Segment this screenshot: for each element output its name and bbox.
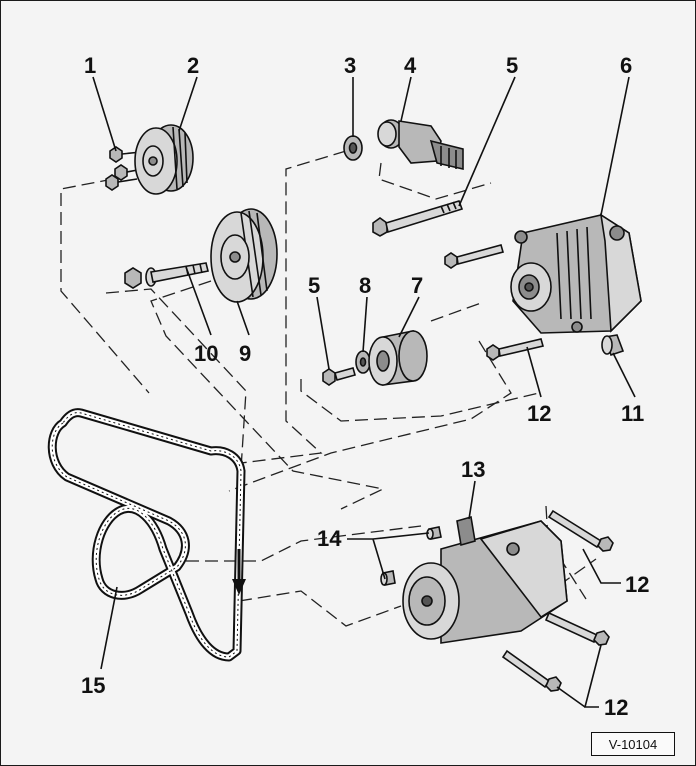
callout-14: 14 [317,526,342,551]
callout-12-alternator: 12 [527,401,551,426]
bolt-part-5-middle [322,367,356,386]
bolt-part-12-alternator [486,338,545,361]
callout-numbers: 1 2 3 4 5 6 5 8 7 10 9 12 11 13 14 12 15… [81,53,649,720]
callout-3: 3 [344,53,356,78]
callout-7: 7 [411,273,423,298]
bolts-part-1 [105,146,144,191]
ribbed-belt-part-15 [47,408,246,662]
roller-part-7 [368,330,428,386]
alternator-part-6 [510,213,642,334]
callout-12-compressor-upper: 12 [625,572,649,597]
alignment-lines [60,150,597,627]
callout-5-top: 5 [506,53,518,78]
callout-12-compressor-lower: 12 [604,695,628,720]
callout-13: 13 [461,457,485,482]
ac-compressor [402,515,568,644]
callout-4: 4 [404,53,417,78]
washer-part-8 [355,350,371,374]
sleeves-part-14 [380,526,442,586]
callout-1: 1 [84,53,96,78]
callout-11: 11 [621,401,644,426]
callout-9: 9 [239,341,251,366]
callout-5-middle: 5 [308,273,320,298]
bolt-part-5-top [372,200,464,237]
tensioner-part-4 [377,119,464,171]
figure-reference-code: V-10104 [591,732,675,756]
pulley-part-9 [210,208,278,303]
sleeve-part-11 [601,334,625,357]
callout-10: 10 [194,341,218,366]
callout-2: 2 [187,53,199,78]
callout-15: 15 [81,673,105,698]
callout-8: 8 [359,273,371,298]
bolts-part-12-compressor [501,509,614,692]
callout-6: 6 [620,53,632,78]
leader-lines [92,76,636,708]
alternator-bolt-upper [444,244,504,269]
bolt-part-10 [124,262,209,289]
crankshaft-pulley-part-2 [134,124,194,195]
washer-part-3 [343,135,363,161]
